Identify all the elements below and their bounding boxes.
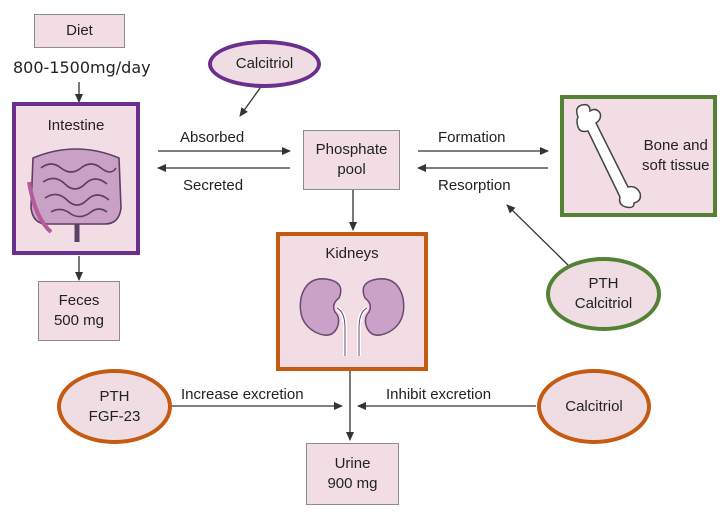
kidneys-illustration <box>299 278 405 356</box>
bone-text: Bone and soft tissue <box>642 136 710 176</box>
bone-line1: Bone and <box>643 137 708 154</box>
pth-fgf23-line1: PTH <box>99 387 130 405</box>
intestine-illustration <box>27 148 122 242</box>
pth-fgf23-line2: FGF-23 <box>88 407 141 425</box>
pth-calcitriol-line2: Calcitriol <box>574 295 633 312</box>
feces-box: Feces 500 mg <box>38 281 120 341</box>
intestine-box: Intestine <box>12 102 140 255</box>
pth-calcitriol-oval: PTH Calcitriol <box>546 257 661 331</box>
phosphate-pool-line1: Phosphate <box>315 141 388 158</box>
absorbed-label: Absorbed <box>180 129 245 146</box>
pth-calcitriol-line1: PTH <box>588 275 619 292</box>
arrow-pth-resorption <box>506 204 569 266</box>
diet-amount: 800-1500mg/day <box>13 58 151 77</box>
phosphate-pool-box: Phosphate pool <box>303 130 400 190</box>
urine-line1: Urine <box>334 455 371 472</box>
calcitriol-right-label: Calcitriol <box>565 397 623 415</box>
calcitriol-top-label: Calcitriol <box>235 55 294 72</box>
diet-label: Diet <box>66 22 93 39</box>
kidneys-box: Kidneys <box>276 232 428 371</box>
feces-line1: Feces <box>58 292 100 309</box>
pth-fgf23-oval: PTH FGF-23 <box>57 369 172 444</box>
arrow-calcitriol-absorbed <box>239 83 264 117</box>
calcitriol-top-oval: Calcitriol <box>208 40 321 88</box>
intestine-label: Intestine <box>47 117 105 134</box>
calcitriol-right-oval: Calcitriol <box>537 369 651 444</box>
bone-icon <box>575 103 642 209</box>
secreted-label: Secreted <box>183 177 244 194</box>
urine-line2: 900 mg <box>327 475 378 492</box>
formation-label: Formation <box>438 129 506 146</box>
increase-excretion-label: Increase excretion <box>181 386 304 403</box>
bone-line2: soft tissue <box>642 157 710 174</box>
resorption-label: Resorption <box>438 177 511 194</box>
feces-line2: 500 mg <box>53 312 105 329</box>
inhibit-excretion-label: Inhibit excretion <box>386 386 492 403</box>
urine-box: Urine 900 mg <box>306 443 399 505</box>
kidneys-label: Kidneys <box>325 245 379 262</box>
bone-box: Bone and soft tissue <box>560 95 717 217</box>
diet-box: Diet <box>34 14 125 48</box>
phosphate-pool-line2: pool <box>337 161 366 178</box>
